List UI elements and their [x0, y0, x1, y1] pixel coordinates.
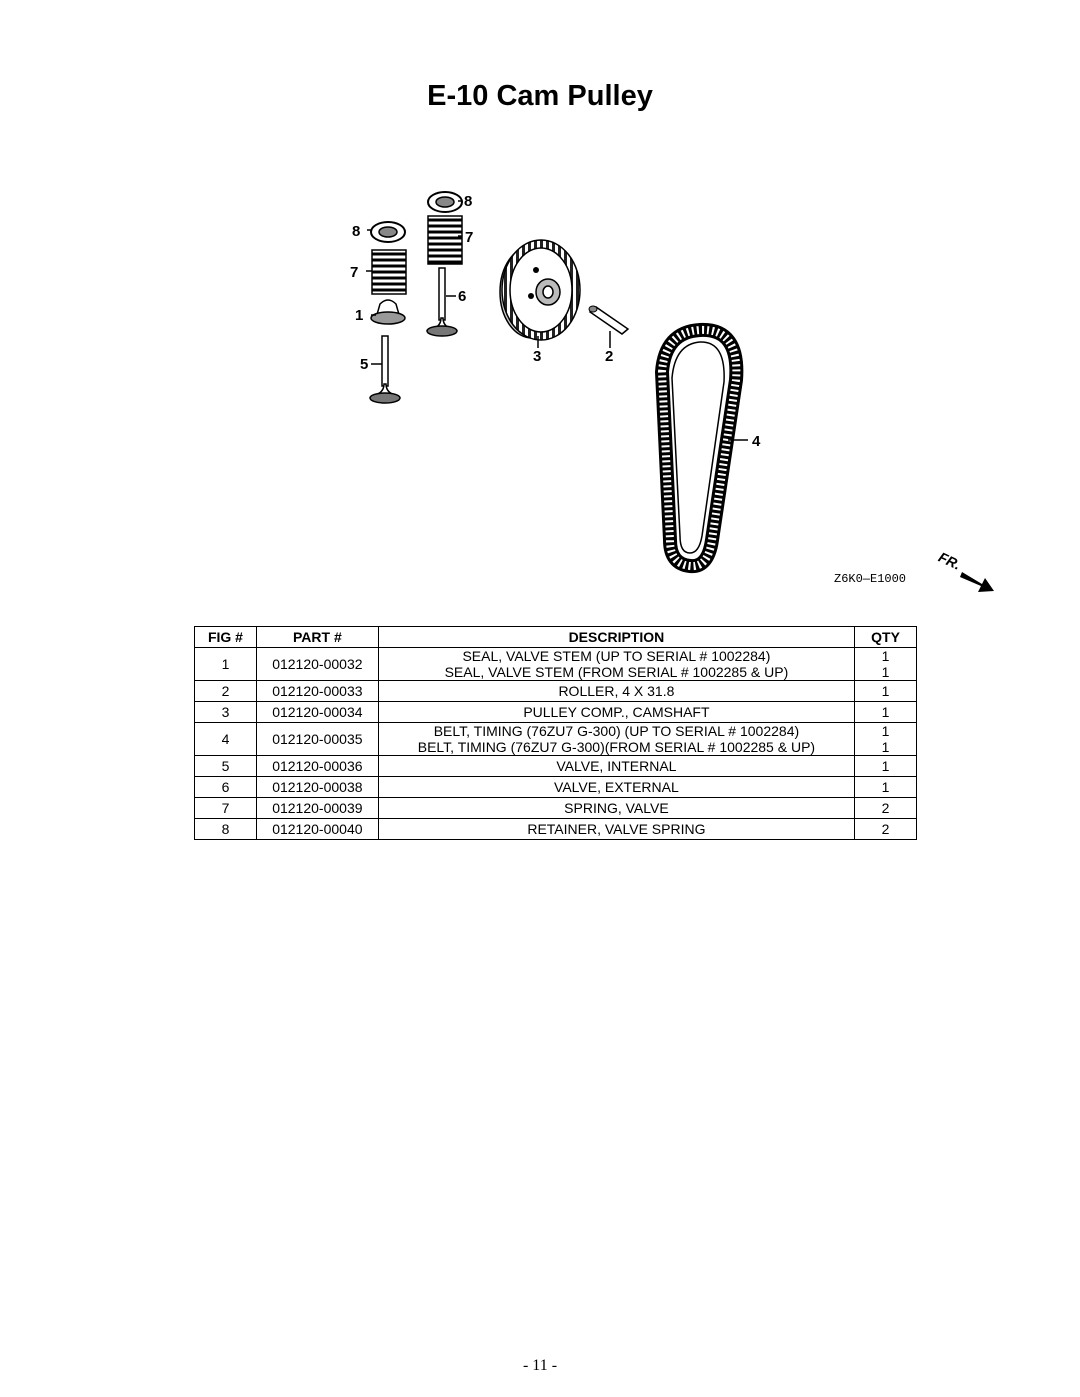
description-cell: VALVE, EXTERNAL — [377, 776, 856, 798]
description-line: VALVE, INTERNAL — [556, 758, 677, 774]
qty-cell: 2 — [854, 797, 917, 819]
description-cell: PULLEY COMP., CAMSHAFT — [377, 701, 856, 723]
fig-cell: 7 — [194, 797, 257, 819]
fig-cell: 1 — [194, 647, 257, 681]
callout-label: 7 — [465, 229, 473, 246]
diagram-code: Z6K0—E1000 — [834, 572, 906, 586]
retainer-part-8-left — [370, 221, 406, 243]
column-header-qty: QTY — [854, 626, 917, 648]
valve-part-6 — [426, 267, 458, 337]
description-line: VALVE, EXTERNAL — [554, 779, 679, 795]
front-direction-indicator: FR. — [936, 549, 994, 592]
fig-cell: 2 — [194, 680, 257, 702]
description-cell: SEAL, VALVE STEM (UP TO SERIAL # 1002284… — [377, 647, 856, 681]
qty-line: 1 — [881, 739, 890, 755]
valve-part-5 — [369, 335, 401, 404]
qty-line: 1 — [881, 648, 890, 664]
part-number-cell: 012120-00034 — [255, 701, 379, 723]
qty-line: 1 — [881, 704, 890, 720]
description-line: PULLEY COMP., CAMSHAFT — [523, 704, 710, 720]
cam-pulley-part-3 — [499, 239, 581, 341]
qty-line: 2 — [881, 800, 890, 816]
callout-label: 8 — [352, 223, 360, 240]
qty-line: 1 — [881, 758, 890, 774]
part-number-cell: 012120-00033 — [255, 680, 379, 702]
description-line: SEAL, VALVE STEM (FROM SERIAL # 1002285 … — [444, 664, 789, 680]
part-number-cell: 012120-00039 — [255, 797, 379, 819]
callout-label: 6 — [458, 288, 466, 305]
description-line: BELT, TIMING (76ZU7 G-300) (UP TO SERIAL… — [433, 723, 800, 739]
parts-diagram: 8 7 8 7 1 6 5 3 2 4 Z6K0—E1000 FR. — [350, 191, 994, 592]
description-line: ROLLER, 4 X 31.8 — [558, 683, 675, 699]
fig-cell: 4 — [194, 722, 257, 756]
timing-belt-part-4 — [654, 322, 744, 574]
description-cell: ROLLER, 4 X 31.8 — [377, 680, 856, 702]
callout-label: 7 — [350, 264, 358, 281]
column-header-description: DESCRIPTION — [377, 626, 856, 648]
front-direction-label: FR. — [936, 549, 963, 573]
description-cell: VALVE, INTERNAL — [377, 755, 856, 777]
roller-part-2 — [588, 305, 630, 335]
qty-line: 1 — [881, 683, 890, 699]
part-number-cell: 012120-00038 — [255, 776, 379, 798]
callout-label: 3 — [533, 348, 541, 365]
description-line: SEAL, VALVE STEM (UP TO SERIAL # 1002284… — [462, 648, 771, 664]
qty-line: 2 — [881, 821, 890, 837]
retainer-part-8-right — [427, 191, 463, 213]
part-number-cell: 012120-00040 — [255, 818, 379, 840]
leader-lines — [366, 200, 748, 441]
fig-cell: 8 — [194, 818, 257, 840]
qty-line: 1 — [881, 664, 890, 680]
spring-part-7-right — [427, 215, 463, 265]
qty-line: 1 — [881, 779, 890, 795]
part-number-cell: 012120-00035 — [255, 722, 379, 756]
table-header-row: FIG # PART # DESCRIPTION QTY — [194, 626, 917, 648]
qty-cell: 1 — [854, 776, 917, 798]
page-number: - 11 - — [522, 1357, 558, 1374]
fig-cell: 5 — [194, 755, 257, 777]
fig-cell: 3 — [194, 701, 257, 723]
callout-label: 5 — [360, 356, 368, 373]
qty-line: 1 — [881, 723, 890, 739]
qty-cell: 2 — [854, 818, 917, 840]
description-cell: BELT, TIMING (76ZU7 G-300) (UP TO SERIAL… — [377, 722, 856, 756]
description-line: SPRING, VALVE — [564, 800, 669, 816]
column-header-part: PART # — [255, 626, 379, 648]
column-header-fig: FIG # — [194, 626, 257, 648]
arrow-icon — [960, 572, 994, 592]
fig-cell: 6 — [194, 776, 257, 798]
callout-label: 8 — [464, 193, 472, 210]
part-number-cell: 012120-00032 — [255, 647, 379, 681]
qty-cell: 1 — [854, 755, 917, 777]
description-line: RETAINER, VALVE SPRING — [527, 821, 706, 837]
description-cell: RETAINER, VALVE SPRING — [377, 818, 856, 840]
page-title: E-10 Cam Pulley — [427, 80, 653, 112]
qty-cell: 1 — [854, 680, 917, 702]
callout-label: 4 — [752, 433, 761, 450]
description-line: BELT, TIMING (76ZU7 G-300)(FROM SERIAL #… — [417, 739, 816, 755]
callout-label: 1 — [355, 307, 363, 324]
spring-part-7-left — [371, 249, 407, 295]
callout-label: 2 — [605, 348, 613, 365]
part-number-cell: 012120-00036 — [255, 755, 379, 777]
description-cell: SPRING, VALVE — [377, 797, 856, 819]
seal-part-1 — [370, 299, 406, 325]
qty-cell: 1 — [854, 701, 917, 723]
